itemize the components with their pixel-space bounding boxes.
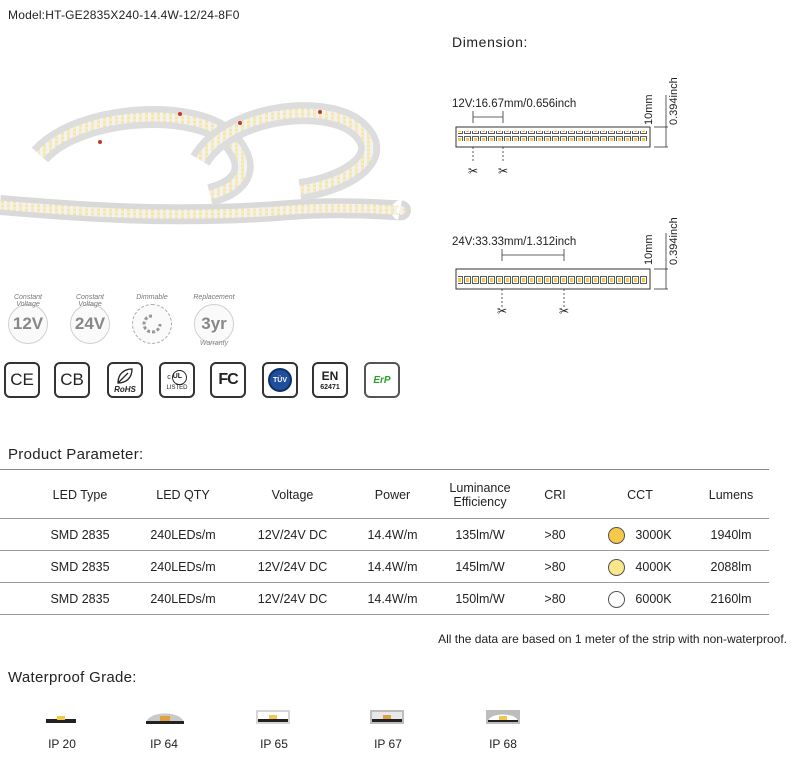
ip67-label: IP 67 <box>374 737 402 751</box>
table-row: SMD 2835 240LEDs/m 12V/24V DC 14.4W/m 15… <box>0 583 769 615</box>
header-cri: CRI <box>544 487 566 502</box>
cct-6000k-swatch <box>608 590 626 608</box>
cct-3000k-swatch <box>608 526 626 544</box>
dimmable-badge: Dimmable <box>126 294 178 352</box>
table-top-rule <box>0 469 769 470</box>
12v-width-mm: 10mm <box>643 94 655 125</box>
table-header-row: LED Type LED QTY Voltage Power Luminance… <box>0 471 769 519</box>
table-note: All the data are based on 1 meter of the… <box>438 632 787 646</box>
en62471-icon: EN 62471 <box>312 362 348 398</box>
ip64-icon <box>146 713 184 724</box>
dimension-title: Dimension: <box>452 34 529 50</box>
leaf-icon <box>117 367 133 384</box>
header-cct: CCT <box>627 487 653 502</box>
erp-icon: ErP <box>364 362 400 398</box>
header-luminance-efficiency: Luminance Efficiency <box>449 480 511 509</box>
12v-width-inch: 0.394inch <box>668 77 680 125</box>
24v-width-mm: 10mm <box>643 234 655 265</box>
ce-icon: CE <box>4 362 40 398</box>
ip67-icon <box>370 710 404 724</box>
dimension-drawing: 12V:16.67mm/0.656inch ✂ ✂ 10mm 0.394inch… <box>452 77 680 318</box>
table-row: SMD 2835 240LEDs/m 12V/24V DC 14.4W/m 14… <box>0 551 769 583</box>
ip64-label: IP 64 <box>150 737 178 751</box>
scissors-icon: ✂ <box>498 164 508 178</box>
dimmable-icon <box>142 314 162 334</box>
cb-icon: CB <box>54 362 90 398</box>
parameter-table: LED Type LED QTY Voltage Power Luminance… <box>0 471 769 615</box>
header-power: Power <box>374 487 411 502</box>
rohs-icon: RoHS <box>107 362 143 398</box>
constant-voltage-24v-badge: Constant Voltage 24V <box>64 294 116 352</box>
header-led-type: LED Type <box>52 487 108 502</box>
constant-voltage-12v-badge: Constant Voltage 12V <box>2 294 54 352</box>
led-strip-photo <box>0 102 412 225</box>
certification-icons: CE CB RoHS c UL LISTED FC TÜV EN 62471 E… <box>4 362 414 402</box>
ul-listed-icon: c UL LISTED <box>159 362 195 398</box>
table-row: SMD 2835 240LEDs/m 12V/24V DC 14.4W/m 13… <box>0 519 769 551</box>
header-voltage: Voltage <box>271 487 314 502</box>
ip68-label: IP 68 <box>489 737 517 751</box>
header-led-qty: LED QTY <box>156 487 210 502</box>
ip20-icon <box>46 716 76 723</box>
header-lumens: Lumens <box>708 487 754 502</box>
model-number: Model:HT-GE2835X240-14.4W-12/24-8F0 <box>8 8 240 22</box>
scissors-icon: ✂ <box>468 164 478 178</box>
24v-spacing-label: 24V:33.33mm/1.312inch <box>452 236 576 248</box>
warranty-badge: Replacement 3yr Warranty <box>193 294 235 347</box>
ip68-icon <box>486 710 520 724</box>
tuv-icon: TÜV <box>262 362 298 398</box>
fcc-icon: FC <box>210 362 246 398</box>
cct-4000k-swatch <box>608 558 626 576</box>
24v-width-inch: 0.394inch <box>668 217 680 265</box>
ip20-label: IP 20 <box>48 737 76 751</box>
waterproof-title: Waterproof Grade: <box>8 669 137 686</box>
feature-badges: Constant Voltage 12V Constant Voltage 24… <box>2 294 252 352</box>
scissors-icon: ✂ <box>497 304 507 318</box>
scissors-icon: ✂ <box>559 304 569 318</box>
product-parameter-title: Product Parameter: <box>8 446 144 463</box>
ip65-icon <box>256 710 290 724</box>
12v-spacing-label: 12V:16.67mm/0.656inch <box>452 98 576 110</box>
ip65-label: IP 65 <box>260 737 288 751</box>
